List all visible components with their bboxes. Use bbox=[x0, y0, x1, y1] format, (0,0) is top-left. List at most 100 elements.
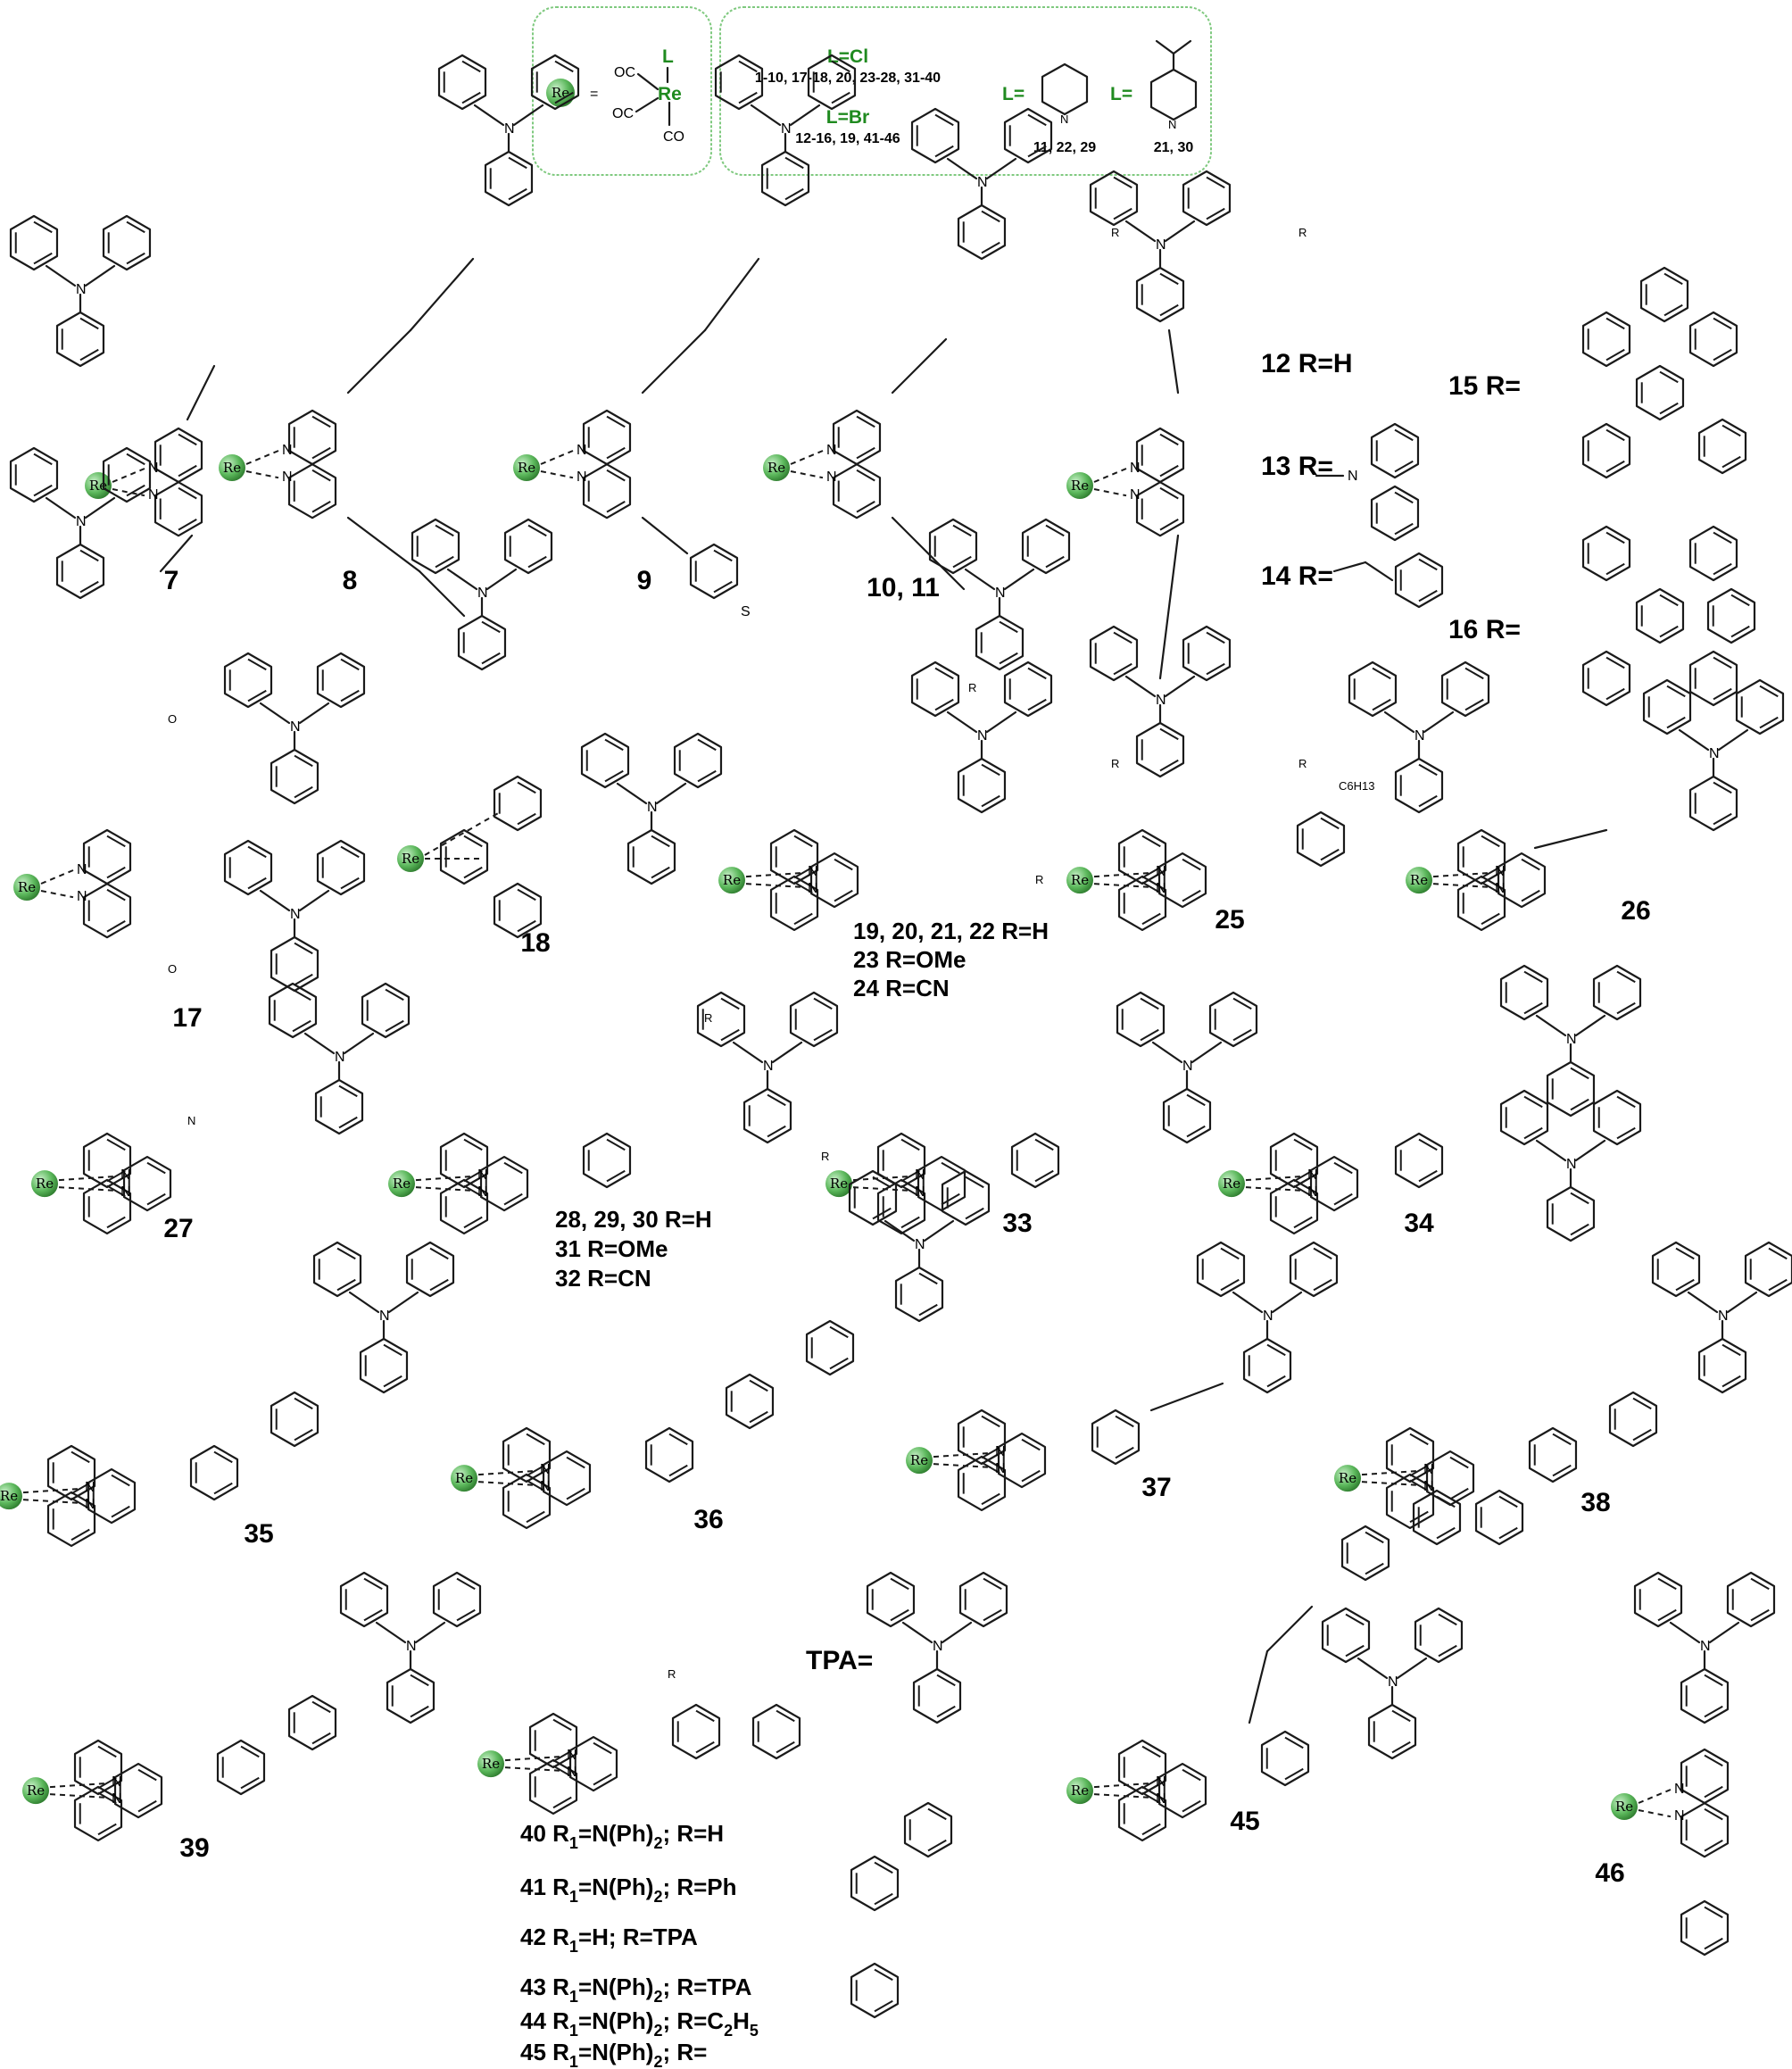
bond bbox=[891, 337, 948, 395]
bond bbox=[45, 264, 77, 287]
label-39: 39 bbox=[179, 1833, 209, 1863]
double-bond bbox=[71, 1450, 90, 1464]
phenyl-ring bbox=[751, 1703, 801, 1760]
double-bond bbox=[1438, 1613, 1457, 1626]
R-group: R bbox=[1298, 757, 1307, 770]
double-bond bbox=[900, 1169, 920, 1183]
double-bond bbox=[481, 620, 501, 634]
double-bond bbox=[526, 1464, 545, 1477]
pyridine-N: N bbox=[826, 469, 837, 485]
double-bond bbox=[463, 1169, 483, 1183]
double-bond bbox=[1481, 835, 1500, 848]
l-cl-list: 1-10, 17-18, 20, 23-28, 31-40 bbox=[755, 71, 941, 86]
double-bond bbox=[340, 658, 360, 671]
double-bond bbox=[720, 1028, 740, 1042]
double-bond bbox=[1552, 1464, 1572, 1477]
amine-N: N bbox=[76, 514, 87, 529]
double-bond bbox=[552, 1765, 572, 1778]
R-group: R bbox=[821, 1150, 829, 1163]
double-bond bbox=[918, 1303, 938, 1317]
double-bond bbox=[1464, 698, 1484, 711]
pyridine-N: N bbox=[1130, 487, 1141, 503]
double-bond bbox=[927, 1839, 947, 1852]
phen-N: N bbox=[1156, 1791, 1166, 1807]
bond bbox=[485, 568, 518, 591]
bond bbox=[616, 782, 648, 805]
bond bbox=[1191, 1041, 1223, 1064]
series-45: 45 R1=N(Ph)2; R= bbox=[520, 2039, 707, 2069]
phenyl-ring bbox=[1726, 1571, 1776, 1628]
bond bbox=[387, 1291, 419, 1314]
double-bond bbox=[294, 942, 313, 955]
l-cl-label: L=Cl bbox=[827, 46, 868, 67]
phen-N: N bbox=[567, 1765, 577, 1780]
phenyl-ring bbox=[910, 107, 960, 164]
pyridine-N: N bbox=[826, 443, 837, 458]
phenyl-ring bbox=[1182, 625, 1232, 682]
bond bbox=[1669, 1621, 1701, 1644]
tpa-central-ring bbox=[1546, 1185, 1596, 1242]
double-bond bbox=[784, 156, 804, 170]
bond bbox=[1332, 561, 1367, 573]
double-bond bbox=[1675, 1247, 1695, 1260]
thiadiazole-S: S bbox=[741, 604, 751, 619]
double-bond bbox=[1521, 858, 1540, 871]
double-bond bbox=[934, 667, 954, 680]
double-bond bbox=[1113, 207, 1132, 220]
double-bond bbox=[1266, 1375, 1286, 1388]
label-15: 15 R= bbox=[1448, 371, 1521, 401]
pyrazine-ring bbox=[582, 1132, 632, 1189]
double-bond bbox=[918, 1272, 938, 1285]
double-bond bbox=[1206, 662, 1225, 676]
phen-ring bbox=[87, 1467, 137, 1525]
bond bbox=[923, 1219, 955, 1242]
double-bond bbox=[1523, 1095, 1543, 1109]
pyridine-ring bbox=[82, 883, 132, 939]
label-25: 25 bbox=[1215, 905, 1244, 935]
bond bbox=[1423, 710, 1455, 734]
double-bond bbox=[137, 1799, 157, 1813]
pyridine-ring bbox=[493, 882, 543, 939]
phen-ring bbox=[502, 1473, 552, 1530]
bond bbox=[1167, 328, 1180, 395]
double-bond bbox=[1570, 1098, 1589, 1111]
double-bond bbox=[79, 317, 99, 330]
double-bond bbox=[1141, 835, 1161, 848]
phen-ring bbox=[479, 1155, 529, 1212]
re-ball-label: Re bbox=[36, 1176, 54, 1192]
double-bond bbox=[1365, 1531, 1384, 1544]
oxadiazole-ring bbox=[1412, 1489, 1462, 1546]
double-bond bbox=[1750, 1577, 1770, 1591]
bond bbox=[473, 104, 505, 127]
phen-N: N bbox=[915, 1167, 925, 1183]
phenyl-ring bbox=[1744, 1241, 1792, 1298]
bond bbox=[1164, 220, 1196, 243]
coordination-bond bbox=[40, 869, 74, 885]
re-ball-icon bbox=[397, 845, 424, 872]
double-bond bbox=[952, 555, 972, 569]
double-bond bbox=[1141, 1745, 1161, 1758]
amine-N: N bbox=[915, 1237, 925, 1252]
re-ball-icon bbox=[1066, 1777, 1093, 1805]
tpa-central-ring bbox=[1394, 757, 1444, 814]
phenyl-ring bbox=[789, 991, 839, 1048]
double-bond bbox=[593, 1773, 612, 1786]
bond bbox=[1726, 1291, 1758, 1314]
double-bond bbox=[1521, 889, 1540, 902]
tpa-central-ring bbox=[457, 614, 507, 671]
double-bond bbox=[1436, 1495, 1456, 1508]
double-bond bbox=[776, 1709, 795, 1723]
double-bond bbox=[247, 658, 267, 671]
re-ball-icon bbox=[1066, 867, 1093, 894]
double-bond bbox=[435, 555, 454, 569]
pyrazine-ring bbox=[644, 1426, 694, 1483]
bond bbox=[298, 702, 330, 725]
series-40: 40 R1=N(Ph)2; R=H bbox=[520, 1820, 724, 1852]
label-26: 26 bbox=[1621, 896, 1650, 926]
bond bbox=[1535, 1139, 1567, 1162]
double-bond bbox=[697, 769, 717, 783]
double-bond bbox=[1220, 1247, 1240, 1260]
re-ball-label: Re bbox=[910, 1452, 928, 1468]
phenyl-ring bbox=[268, 982, 318, 1039]
pyridine-ring bbox=[287, 463, 337, 519]
